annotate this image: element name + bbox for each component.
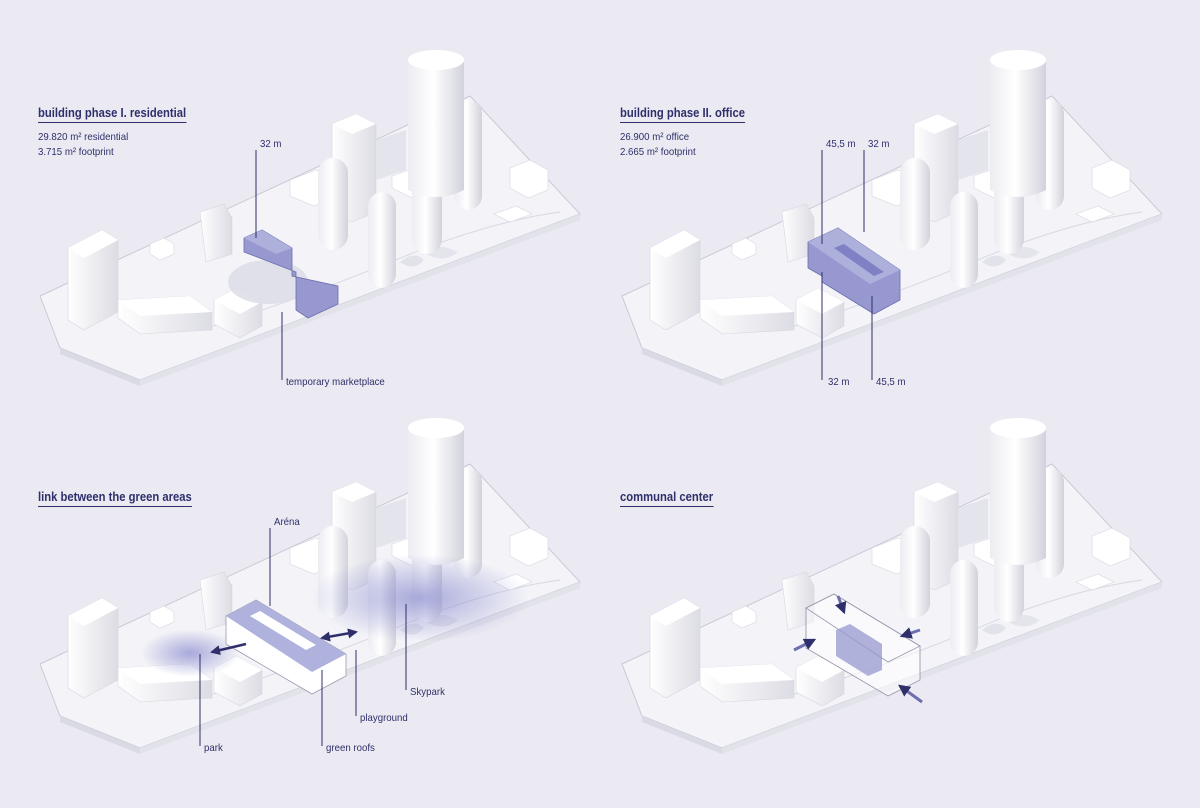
panel-2-model — [621, 49, 1163, 387]
entry-arrow-3 — [793, 638, 817, 652]
entry-arrow-2 — [899, 627, 921, 639]
link-arrow-east — [320, 628, 358, 642]
panel-3-park-label: park — [204, 742, 223, 754]
panel-2-height-bottom-b: 45,5 m — [876, 376, 906, 388]
panel-4-model — [621, 417, 1163, 755]
entry-arrow-1 — [835, 595, 847, 615]
panel-1-model — [39, 49, 581, 387]
panel-4-title: communal center — [620, 490, 714, 507]
panel-2-stat-1: 26.900 m² office — [620, 131, 690, 143]
panel-1-height-label: 32 m — [260, 138, 282, 150]
panel-3-playground-label: playground — [360, 712, 408, 724]
link-arrow-west — [210, 642, 247, 656]
entry-arrow-4 — [898, 684, 923, 704]
panel-3-model — [39, 417, 581, 755]
panel-2-height-top-b: 32 m — [868, 138, 890, 150]
panel-2-title: building phase II. office — [620, 106, 746, 123]
panel-1-title: building phase I. residential — [38, 106, 187, 123]
panel-3-skypark-label: Skypark — [410, 686, 445, 698]
panel-3-green-roofs-label: green roofs — [326, 742, 375, 754]
panel-2-height-bottom-a: 32 m — [828, 376, 850, 388]
panel-3-arena-label: Aréna — [274, 516, 300, 528]
panel-2-height-top-a: 45,5 m — [826, 138, 856, 150]
panel-1-market-label: temporary marketplace — [286, 376, 385, 388]
panel-1-stat-1: 29.820 m² residential — [38, 131, 129, 143]
communal-core — [836, 624, 882, 676]
panel-3-title: link between the green areas — [38, 490, 192, 507]
panel-2-stat-2: 2.665 m² footprint — [620, 146, 696, 158]
panel-1-stat-2: 3.715 m² footprint — [38, 146, 114, 158]
